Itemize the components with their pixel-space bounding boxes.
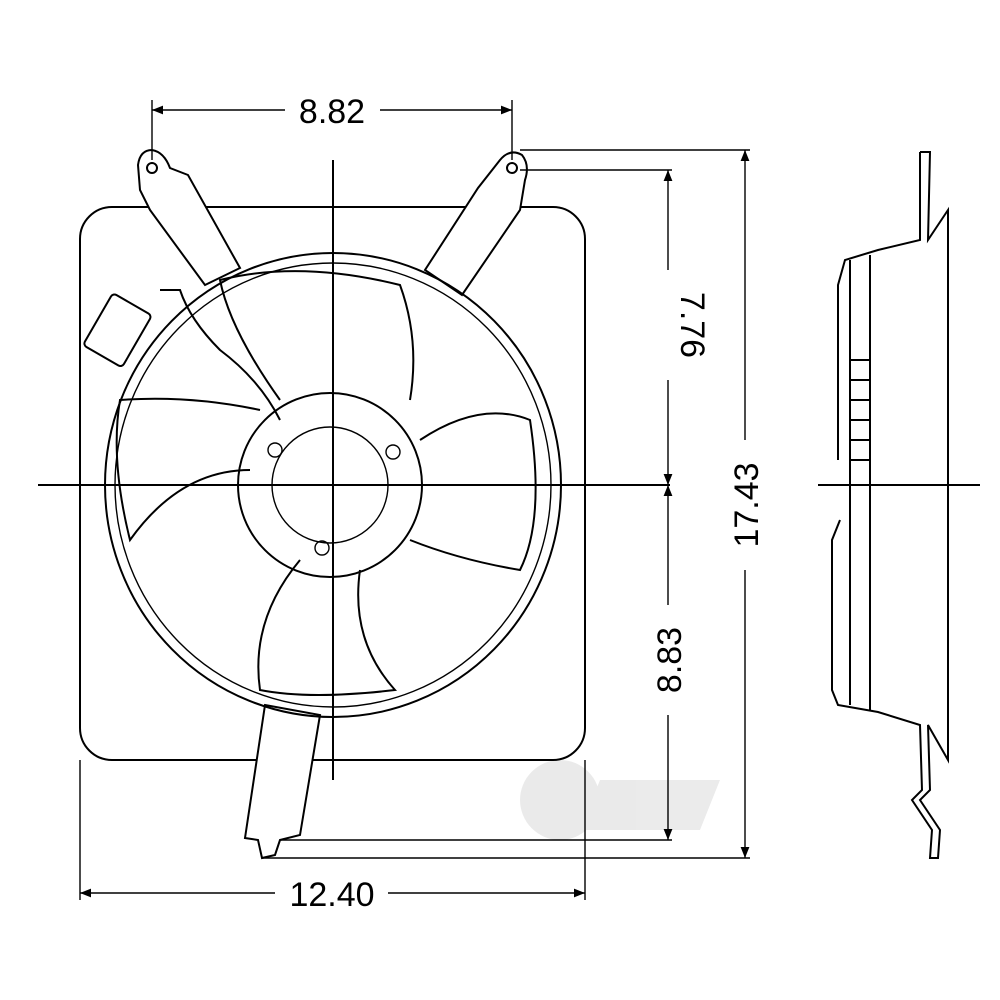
dimension-lower-height: 8.83: [651, 485, 689, 840]
mounting-arm-bottom: [243, 703, 322, 860]
hub-bolt: [314, 540, 330, 556]
fan-blades: [115, 270, 537, 696]
dimension-upper-height: 7.76: [663, 170, 711, 485]
dimension-overall-width: 12.40: [79, 760, 586, 914]
wire-harness: [160, 289, 281, 421]
electrical-connector: [83, 293, 152, 368]
hub-bolt: [385, 444, 401, 460]
dimension-label: 17.43: [728, 462, 766, 547]
dimension-overall-height: 17.43: [728, 150, 766, 858]
dimension-label: 8.82: [299, 93, 365, 131]
dimension-ear-spacing: 8.82: [151, 93, 513, 160]
hub-bolt: [267, 442, 283, 458]
mounting-arm-left: [136, 148, 242, 287]
mounting-arm-right: [423, 151, 528, 297]
dimension-label: 8.83: [651, 627, 689, 693]
watermark-logo: [520, 760, 720, 840]
dimension-label: 12.40: [289, 876, 374, 914]
dimension-label: 7.76: [673, 292, 711, 358]
side-view: [818, 151, 980, 859]
